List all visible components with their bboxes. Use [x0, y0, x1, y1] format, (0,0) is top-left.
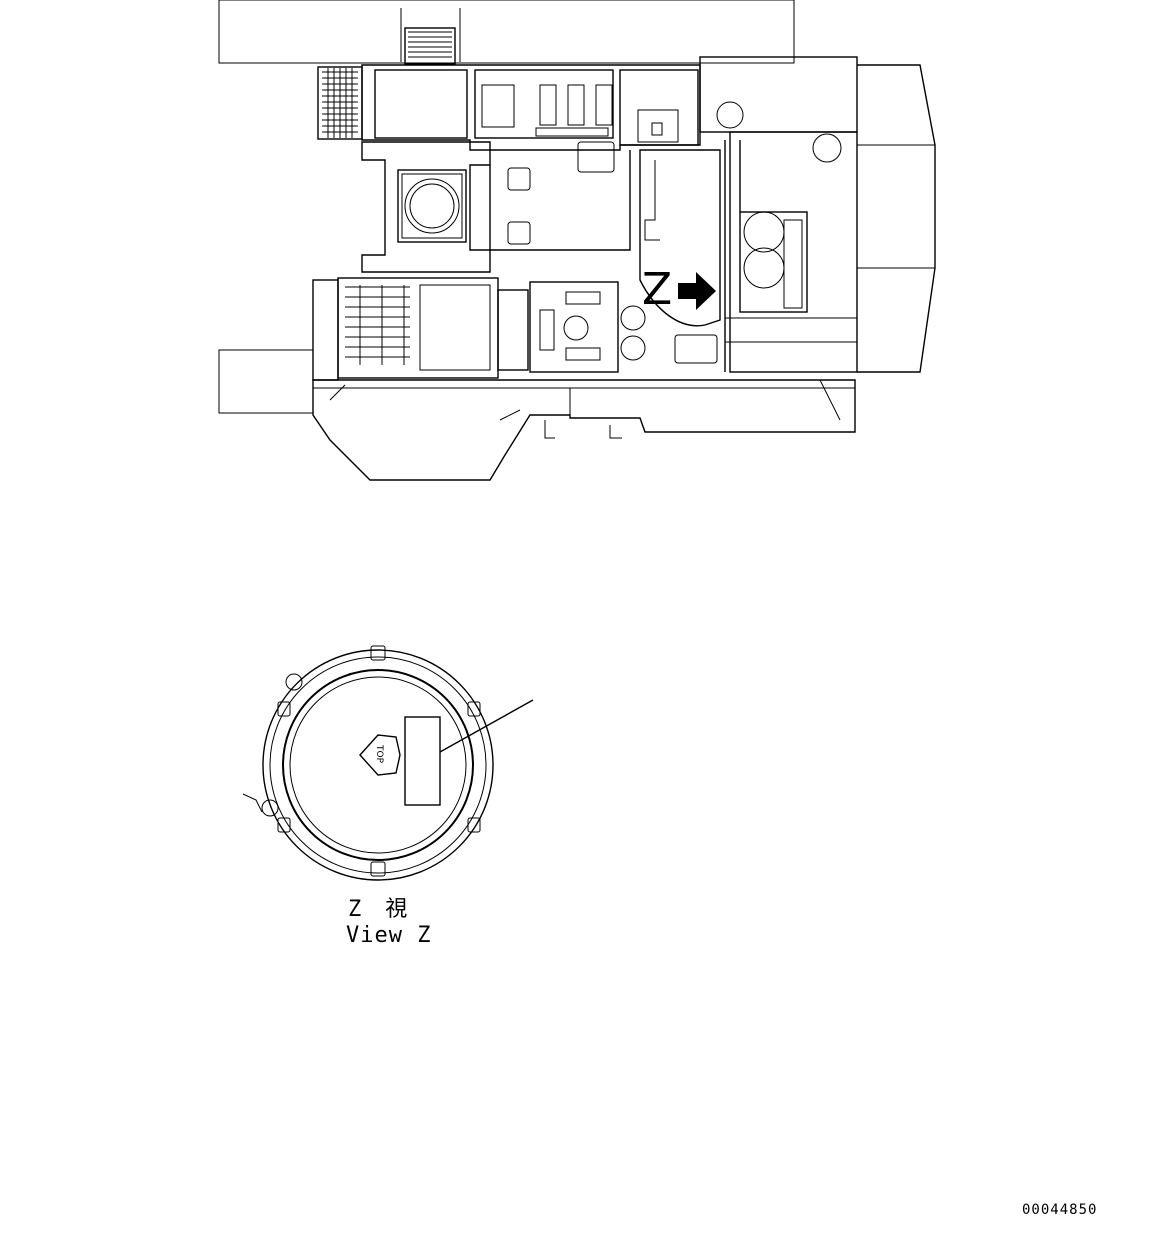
engine-hood	[699, 56, 936, 373]
view-direction-arrow	[678, 272, 716, 310]
air-cleaner-location: Z	[639, 149, 721, 327]
document-number: 00044850	[1022, 1202, 1097, 1218]
counterweight	[312, 379, 856, 481]
access-steps	[400, 8, 461, 65]
caution-label-plate	[404, 716, 441, 806]
top-mark-emblem: TOP	[359, 734, 401, 776]
machine-top-view: Z	[218, 0, 936, 481]
view-z-marker: Z	[642, 264, 672, 315]
top-mark-text: TOP	[374, 744, 384, 764]
view-caption-en: View Z	[346, 923, 431, 948]
radiator-grille	[317, 66, 363, 140]
view-z-detail: TOP Z 視 View Z	[242, 645, 534, 948]
frame-center	[361, 141, 631, 273]
band-clamps	[242, 645, 481, 877]
view-caption-jp: Z 視	[348, 897, 408, 922]
leader-line	[439, 699, 534, 753]
